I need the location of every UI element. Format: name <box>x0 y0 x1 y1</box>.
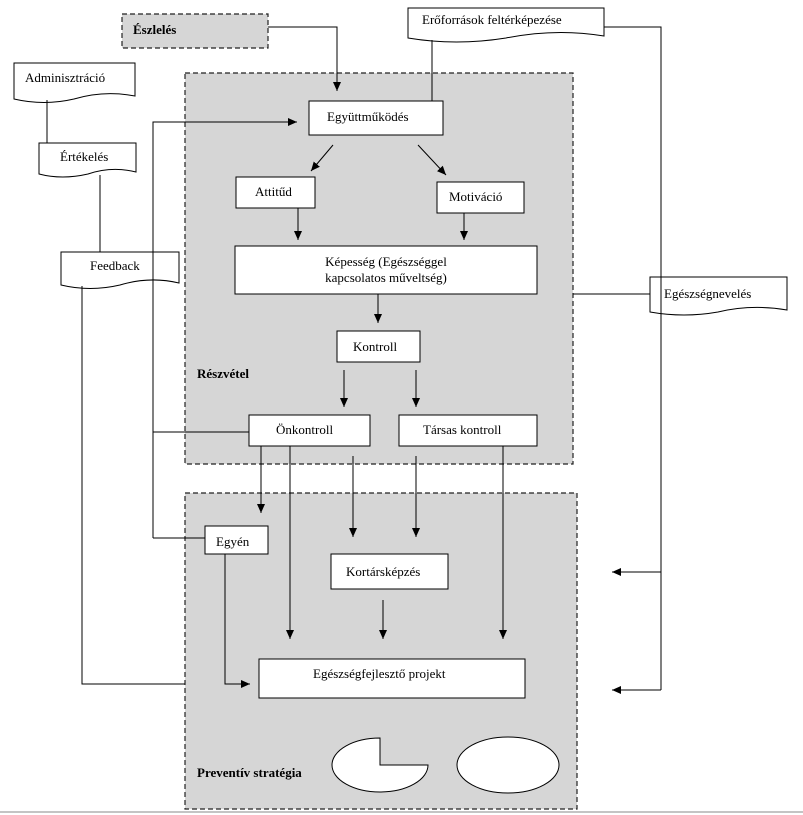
kortarskepzes-box <box>330 553 449 590</box>
adminisztracio-label: Adminisztráció <box>25 70 106 85</box>
attitud-label: Attitűd <box>255 184 292 199</box>
kortarskepzes-label: Kortársképzés <box>346 564 421 579</box>
egeszsegneveles-box <box>649 276 788 316</box>
feedback-bottom-line <box>81 286 185 685</box>
kepesseg-box <box>234 245 538 295</box>
tarsas-kontroll-label: Társas kontroll <box>423 422 502 437</box>
eszleles-box <box>121 13 269 49</box>
egyuttmukodes-label: Együttműködés <box>327 109 409 124</box>
motivacio-label: Motiváció <box>449 189 503 204</box>
egyen-projekt-arrow <box>224 554 250 688</box>
attitud-box <box>235 176 316 209</box>
preventiv-label: Preventív stratégia <box>197 765 302 780</box>
egeszsegneveles-label: Egészségnevelés <box>664 286 752 301</box>
motivacio-box <box>436 181 525 214</box>
eroforrasok-label: Erőforrások feltérképezése <box>422 12 562 27</box>
eszleles-to-egyuttmukodes-arrow <box>268 26 341 91</box>
kepesseg-label: Képesség (Egészséggel kapcsolatos művelt… <box>325 254 447 285</box>
egyen-box <box>204 525 269 555</box>
egyutt-motivacio-arrow <box>417 144 447 176</box>
egyen-label: Egyén <box>216 534 250 549</box>
onkontroll-box <box>248 414 371 447</box>
kontroll-label: Kontroll <box>353 339 398 354</box>
feedback-to-egyuttmukodes-arrow <box>152 118 297 283</box>
adminisztracio-box <box>13 62 136 103</box>
eroforrasok-right-line <box>604 26 662 690</box>
pacman-shape <box>331 737 429 793</box>
egyutt-attitud-arrow <box>310 144 334 172</box>
feedback-box <box>60 251 180 289</box>
oval-shape <box>456 736 560 794</box>
kontroll-box <box>336 330 421 363</box>
egeszsegfejleszto-label: Egészségfejlesztő projekt <box>313 666 446 681</box>
feedback-label: Feedback <box>90 258 140 273</box>
tarsas-kontroll-box <box>398 414 538 447</box>
egyuttmukodes-box <box>308 100 444 136</box>
onkontroll-label: Önkontroll <box>276 422 334 437</box>
eszleles-label: Észlelés <box>133 22 177 37</box>
egeszsegfejleszto-box <box>258 658 526 699</box>
reszvetel-label: Részvétel <box>197 366 249 381</box>
ertekeles-box <box>38 142 137 178</box>
ertekeles-label: Értékelés <box>60 149 109 164</box>
